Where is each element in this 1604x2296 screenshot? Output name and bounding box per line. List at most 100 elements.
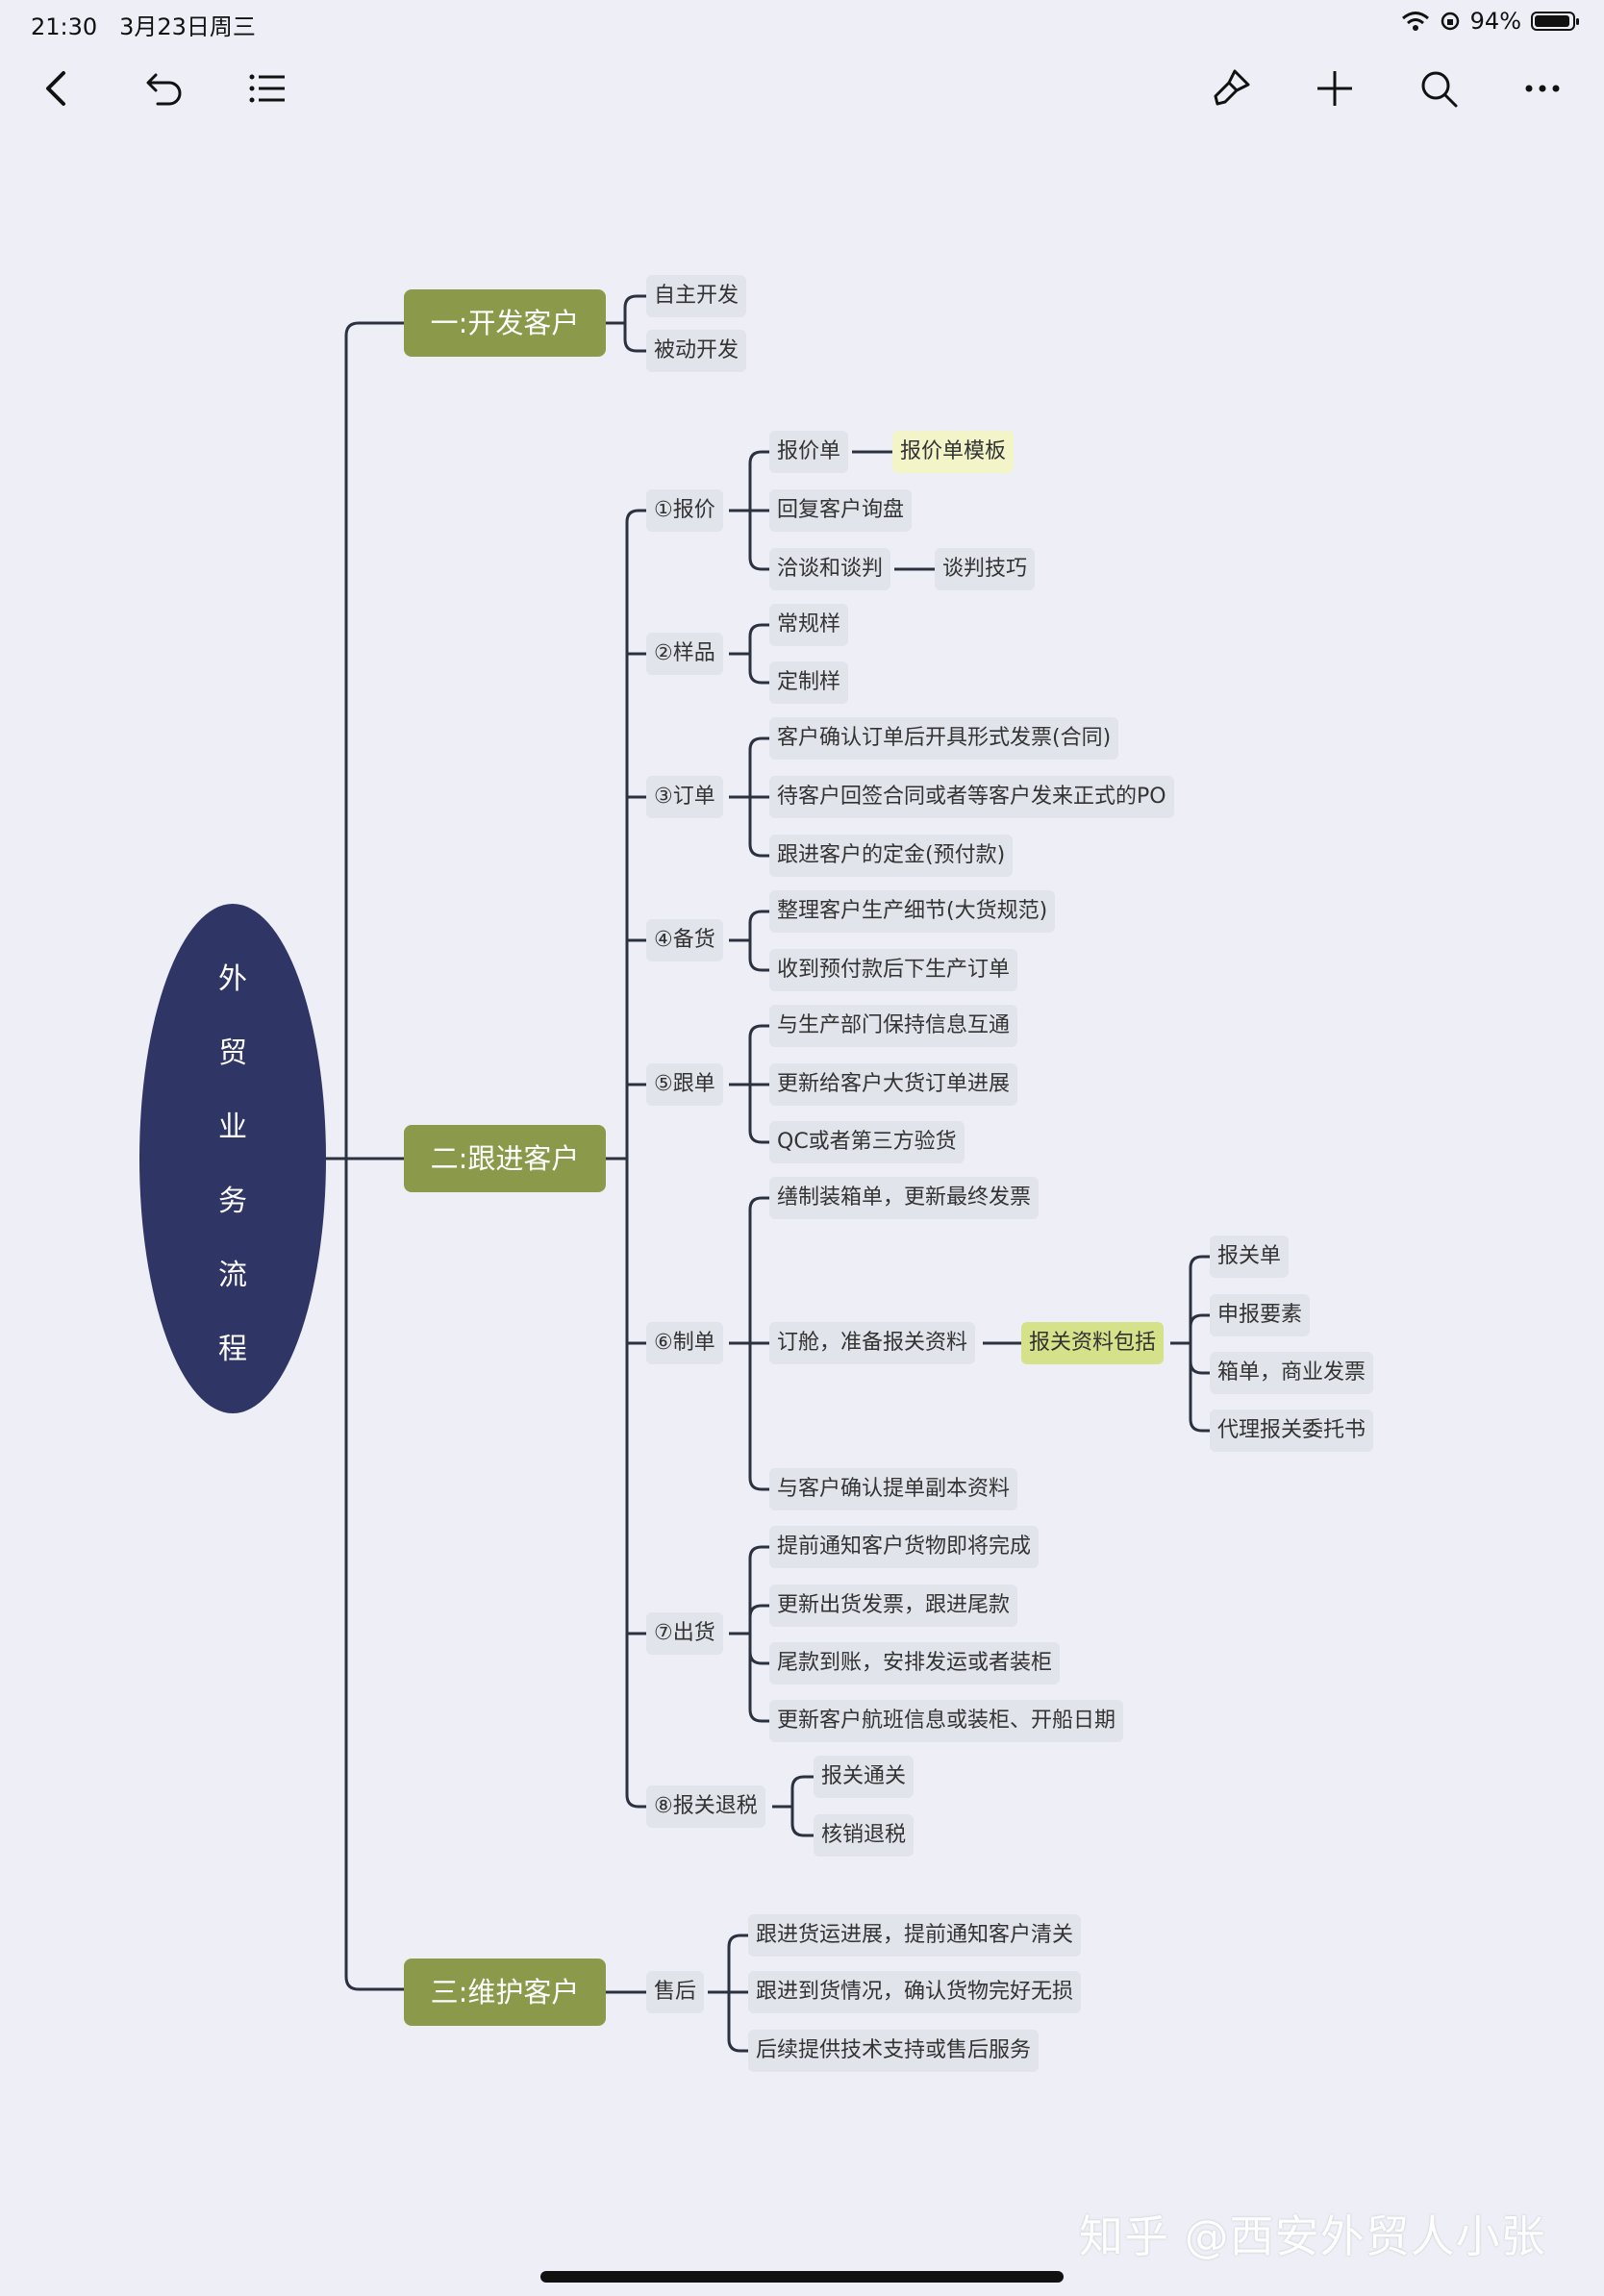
connector [748, 1634, 769, 1723]
search-icon [1421, 71, 1458, 108]
root-title: 外 贸 业 务 流 程 [139, 961, 326, 1368]
connector [1189, 1313, 1210, 1343]
connector [748, 1604, 769, 1634]
connector [748, 910, 769, 940]
back-icon [46, 71, 65, 106]
watermark: 知乎 @西安外贸人小张 [1079, 2210, 1546, 2262]
after-sales-node[interactable]: 售后 [646, 1971, 705, 2013]
topic-node[interactable]: 回复客户询盘 [769, 489, 913, 532]
outline-list-icon [249, 74, 285, 103]
connector [748, 1545, 769, 1634]
root-char: 业 [218, 1111, 247, 1144]
connector [748, 511, 769, 571]
connector [748, 736, 769, 797]
root-char: 程 [218, 1333, 247, 1366]
topic-node[interactable]: 报关通关 [814, 1756, 915, 1798]
topic-node[interactable]: 代理报关委托书 [1210, 1410, 1374, 1452]
topic-node[interactable]: 自主开发 [646, 275, 747, 317]
topic-node[interactable]: 待客户回签合同或者等客户发来正式的PO [769, 776, 1174, 818]
topic-node[interactable]: QC或者第三方验货 [769, 1121, 965, 1163]
root-node[interactable]: 外 贸 业 务 流 程 [139, 904, 326, 1413]
topic-node[interactable]: 更新客户航班信息或装柜、开船日期 [769, 1700, 1124, 1742]
topic-node[interactable]: 更新给客户大货订单进展 [769, 1063, 1018, 1106]
topic-node[interactable]: 跟进到货情况，确认货物完好无损 [748, 1971, 1082, 2013]
topic-node[interactable]: 定制样 [769, 661, 849, 704]
orientation-lock-icon [1441, 12, 1459, 31]
topic-node[interactable]: 报关单 [1210, 1235, 1290, 1278]
add-icon [1317, 71, 1352, 106]
topic-node[interactable]: 尾款到账，安排发运或者装柜 [769, 1642, 1061, 1685]
topic-node[interactable]: 报价单 [769, 431, 849, 473]
topic-node[interactable]: 被动开发 [646, 330, 747, 372]
connector [748, 1196, 769, 1343]
connector [748, 940, 769, 972]
connector [748, 450, 769, 511]
root-char: 贸 [218, 1036, 247, 1070]
connector [1189, 1255, 1210, 1343]
step-node[interactable]: ⑧报关退税 [646, 1785, 765, 1828]
step-node[interactable]: ②样品 [646, 633, 723, 675]
topic-node[interactable]: 与生产部门保持信息互通 [769, 1005, 1018, 1047]
format-brush-icon [1214, 69, 1250, 106]
more-button[interactable] [1514, 60, 1571, 117]
topic-node[interactable]: 缮制装箱单，更新最终发票 [769, 1177, 1040, 1219]
topic-node[interactable]: 洽谈和谈判 [769, 548, 891, 590]
home-indicator[interactable] [540, 2271, 1064, 2283]
topic-node[interactable]: 订舱，准备报关资料 [769, 1322, 976, 1364]
undo-button[interactable] [137, 60, 194, 117]
connector [748, 1343, 769, 1491]
connector [344, 1159, 404, 1991]
step-node[interactable]: ①报价 [646, 489, 723, 532]
branch-maintain-customers[interactable]: 三:维护客户 [404, 1959, 606, 2026]
connector [748, 1085, 769, 1144]
battery-percent: 94% [1469, 8, 1521, 35]
status-time: 21:30 3月23日周三 [31, 8, 256, 41]
battery-fill [1535, 15, 1569, 27]
step-node[interactable]: ⑥制单 [646, 1322, 723, 1364]
step-node[interactable]: ④备货 [646, 919, 723, 961]
back-button[interactable] [29, 60, 87, 117]
connector [790, 1775, 814, 1807]
search-button[interactable] [1410, 60, 1467, 117]
topic-node[interactable]: 核销退税 [814, 1814, 915, 1857]
wifi-icon [1401, 12, 1429, 31]
status-right: 94% [1401, 8, 1579, 35]
outline-button[interactable] [238, 60, 296, 117]
connector [748, 623, 769, 654]
customs-docs-node[interactable]: 报关资料包括 [1021, 1322, 1165, 1364]
negotiation-tips-node[interactable]: 谈判技巧 [935, 548, 1036, 590]
topic-node[interactable]: 提前通知客户货物即将完成 [769, 1526, 1040, 1568]
topic-node[interactable]: 更新出货发票，跟进尾款 [769, 1585, 1018, 1627]
connector [748, 1024, 769, 1085]
step-node[interactable]: ③订单 [646, 776, 723, 818]
topic-node[interactable]: 后续提供技术支持或售后服务 [748, 2030, 1040, 2072]
topic-node[interactable]: 跟进客户的定金(预付款) [769, 835, 1014, 877]
more-icon [1525, 85, 1560, 92]
battery-icon [1531, 12, 1579, 31]
clock-date: 3月23日周三 [119, 13, 256, 40]
connector [344, 321, 404, 1159]
step-node[interactable]: ⑤跟单 [646, 1063, 723, 1106]
branch-develop-customers[interactable]: 一:开发客户 [404, 289, 606, 357]
topic-node[interactable]: 申报要素 [1210, 1294, 1311, 1336]
topic-node[interactable]: 整理客户生产细节(大货规范) [769, 890, 1056, 933]
branch-follow-customers[interactable]: 二:跟进客户 [404, 1125, 606, 1192]
quote-template-tag[interactable]: 报价单模板 [892, 431, 1015, 473]
topic-node[interactable]: 与客户确认提单副本资料 [769, 1468, 1018, 1510]
status-bar: 21:30 3月23日周三 94% [0, 0, 1604, 44]
connector [623, 294, 646, 323]
topic-node[interactable]: 箱单，商业发票 [1210, 1352, 1374, 1394]
step-node[interactable]: ⑦出货 [646, 1612, 723, 1655]
topic-node[interactable]: 收到预付款后下生产订单 [769, 949, 1018, 991]
root-char: 流 [218, 1259, 247, 1292]
topic-node[interactable]: 跟进货运进展，提前通知客户清关 [748, 1914, 1082, 1957]
connector [748, 1634, 769, 1665]
format-button[interactable] [1202, 60, 1260, 117]
topic-node[interactable]: 常规样 [769, 604, 849, 646]
topic-node[interactable]: 客户确认订单后开具形式发票(合同) [769, 717, 1119, 760]
connector [1189, 1343, 1210, 1433]
add-button[interactable] [1306, 60, 1364, 117]
root-char: 务 [218, 1185, 247, 1218]
connector [790, 1807, 814, 1837]
connector [1189, 1343, 1210, 1375]
